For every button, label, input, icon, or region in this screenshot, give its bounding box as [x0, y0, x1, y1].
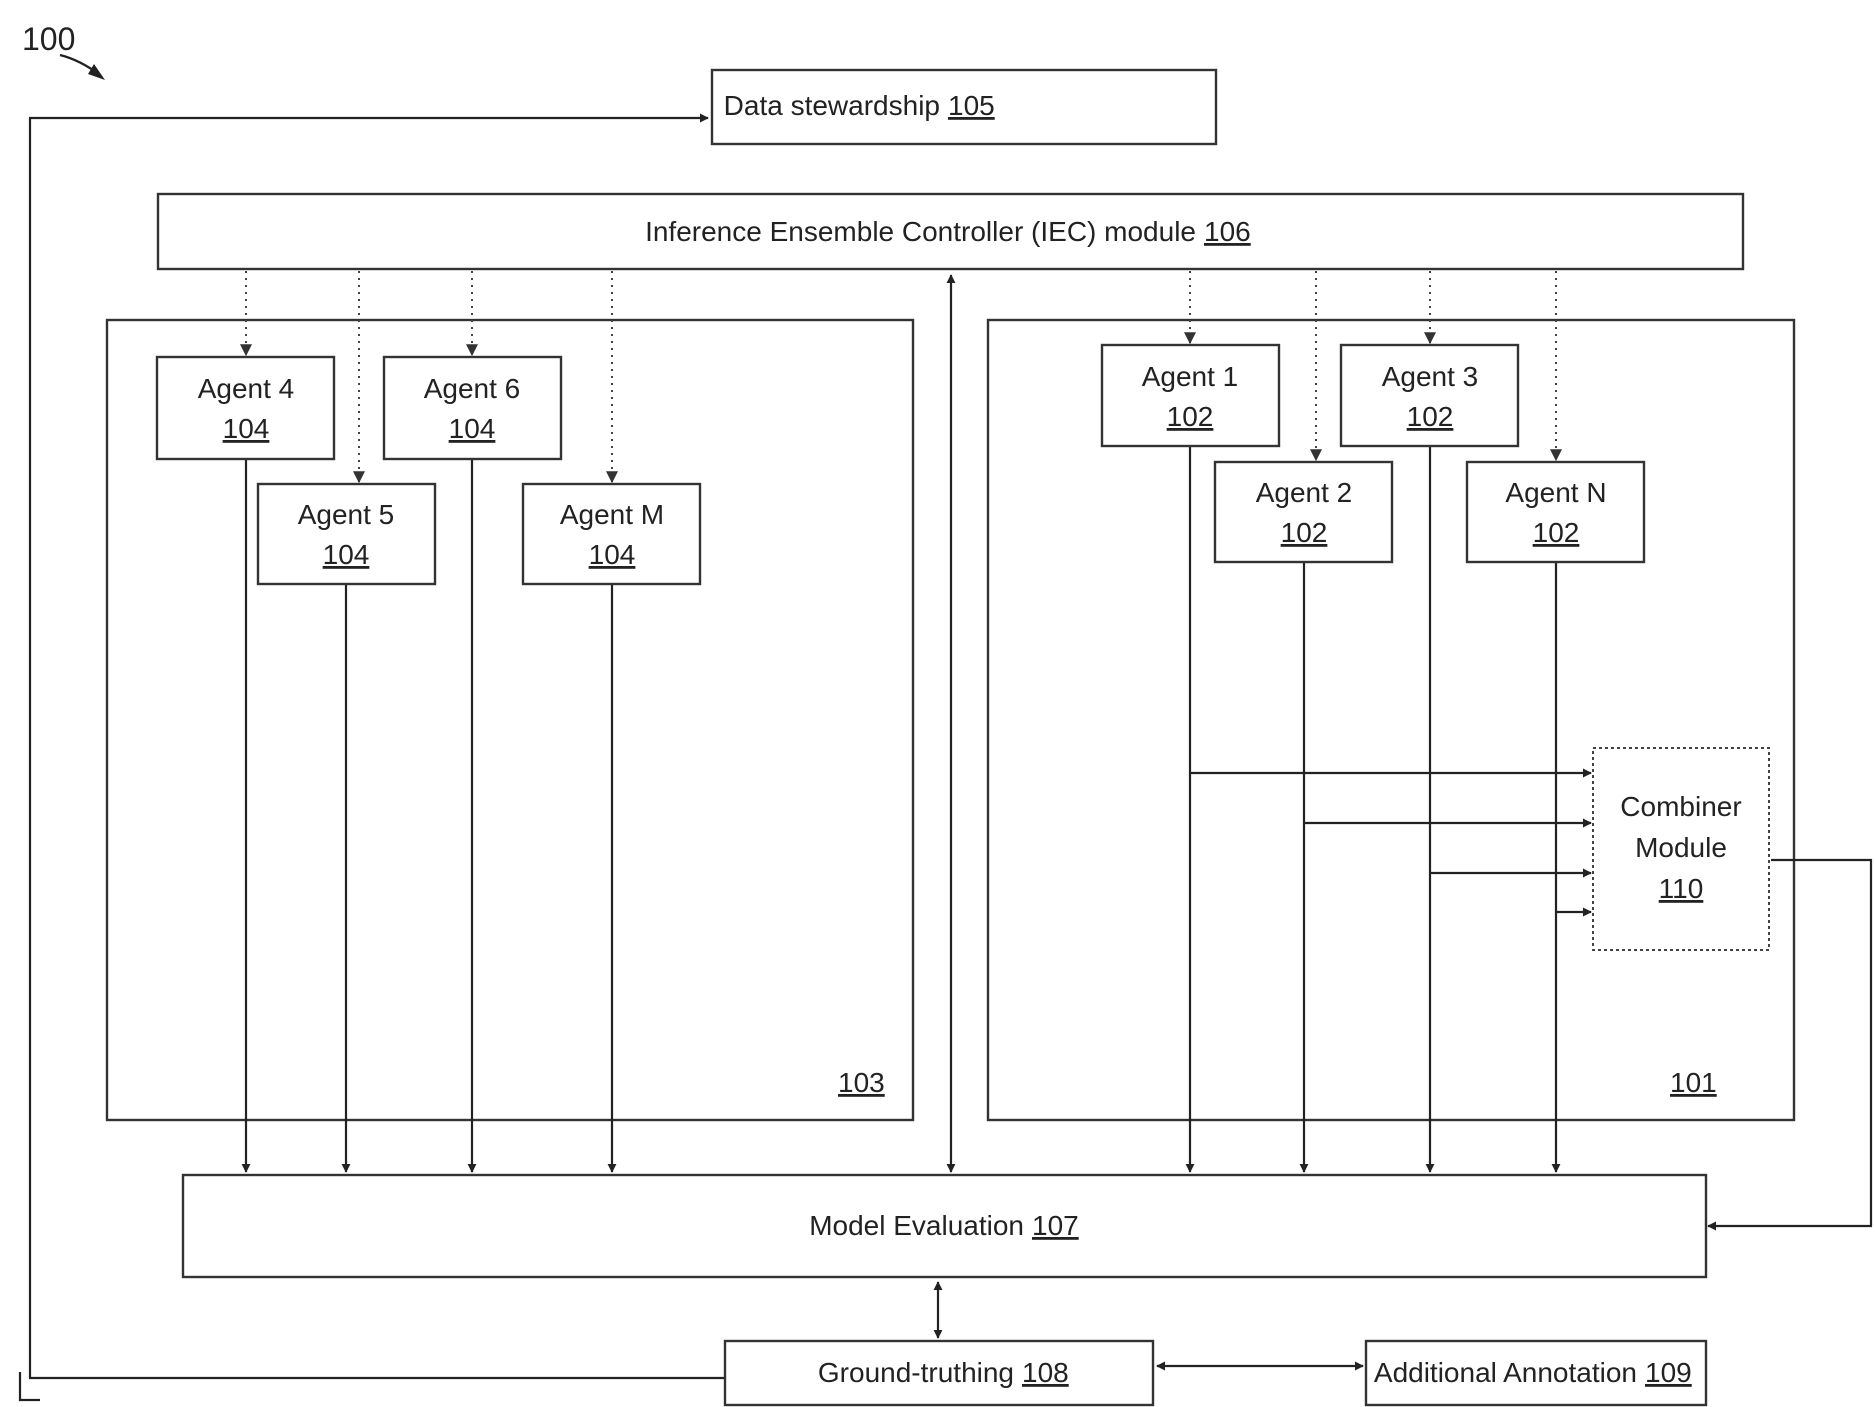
agent-1-ref: 102 [1167, 401, 1214, 432]
combiner-label-line1: Combiner [1620, 791, 1741, 822]
figure-label-arrowhead [88, 64, 105, 80]
combiner-module-box[interactable]: Combiner Module 110 [1593, 748, 1769, 950]
agent-2-ref: 102 [1281, 517, 1328, 548]
agent-6-box[interactable]: Agent 6 104 [384, 357, 561, 459]
model-evaluation-box[interactable]: Model Evaluation 107 [183, 1175, 1706, 1277]
agent-6-ref: 104 [449, 413, 496, 444]
agent-n-label: Agent N [1505, 477, 1606, 508]
additional-annotation-box[interactable]: Additional Annotation 109 [1366, 1341, 1706, 1405]
data-stewardship-ref: 105 [948, 90, 995, 121]
ground-truthing-box[interactable]: Ground-truthing 108 [725, 1341, 1153, 1405]
ground-truthing-label: Ground-truthing [818, 1357, 1014, 1388]
agent-6-label: Agent 6 [424, 373, 521, 404]
group-left-ref: 103 [838, 1067, 885, 1098]
iec-ref: 106 [1204, 216, 1251, 247]
agent-m-box[interactable]: Agent M 104 [523, 484, 700, 584]
agent-4-box[interactable]: Agent 4 104 [157, 357, 334, 459]
agent-n-ref: 102 [1533, 517, 1580, 548]
agent-3-ref: 102 [1407, 401, 1454, 432]
agent-1-label: Agent 1 [1142, 361, 1239, 392]
combiner-label-line2: Module [1635, 832, 1727, 863]
agent-n-box[interactable]: Agent N 102 [1467, 462, 1644, 562]
ground-truthing-ref: 108 [1022, 1357, 1069, 1388]
agent-m-label: Agent M [560, 499, 664, 530]
agent-1-box[interactable]: Agent 1 102 [1102, 345, 1279, 446]
agent-4-ref: 104 [223, 413, 270, 444]
agent-5-label: Agent 5 [298, 499, 395, 530]
group-right-ref: 101 [1670, 1067, 1717, 1098]
agent-3-label: Agent 3 [1382, 361, 1479, 392]
combiner-ref: 110 [1659, 873, 1704, 904]
agent-2-box[interactable]: Agent 2 102 [1215, 462, 1392, 562]
agent-2-label: Agent 2 [1256, 477, 1353, 508]
agent-5-box[interactable]: Agent 5 104 [258, 484, 435, 584]
iec-module-box[interactable]: Inference Ensemble Controller (IEC) modu… [158, 194, 1743, 269]
figure-label: 100 [22, 21, 75, 57]
agent-3-box[interactable]: Agent 3 102 [1341, 345, 1518, 446]
agent-m-ref: 104 [589, 539, 636, 570]
iec-label: Inference Ensemble Controller (IEC) modu… [645, 216, 1196, 247]
data-stewardship-label: Data stewardship [724, 90, 940, 121]
data-stewardship-box[interactable]: Data stewardship 105 [712, 70, 1216, 144]
agent-5-ref: 104 [323, 539, 370, 570]
additional-annotation-label: Additional Annotation [1374, 1357, 1637, 1388]
agent-4-label: Agent 4 [198, 373, 295, 404]
model-evaluation-label: Model Evaluation [809, 1210, 1024, 1241]
additional-annotation-ref: 109 [1645, 1357, 1692, 1388]
model-evaluation-ref: 107 [1032, 1210, 1079, 1241]
